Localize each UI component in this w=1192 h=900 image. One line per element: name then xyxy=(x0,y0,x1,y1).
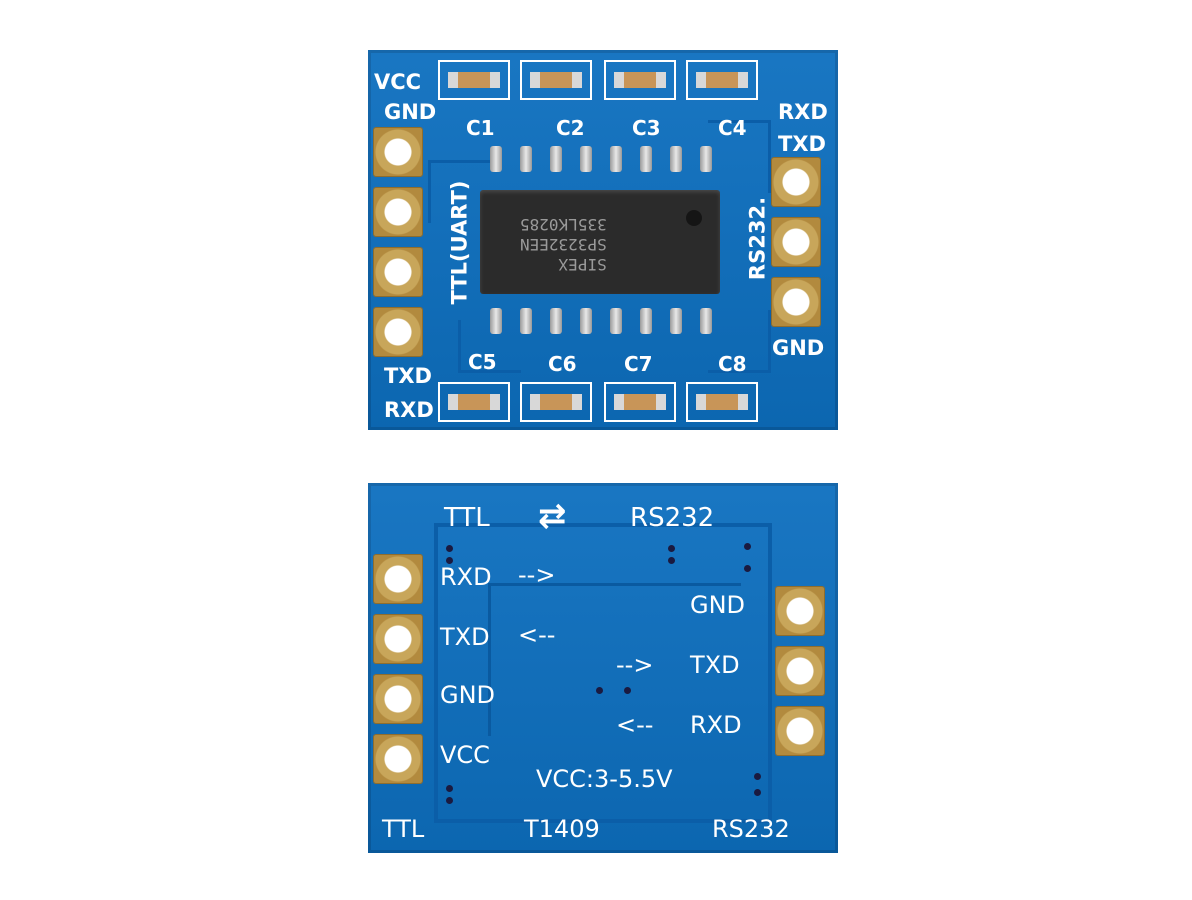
label-gnd-left: GND xyxy=(384,100,437,124)
chip-pin xyxy=(550,308,562,334)
pin-pad xyxy=(776,647,824,695)
chip-marking: SIPEX SP3232EEN 335LK0285 xyxy=(520,214,607,274)
footer-model: T1409 xyxy=(524,815,600,843)
via xyxy=(744,565,751,572)
via xyxy=(668,545,675,552)
pin-pad xyxy=(374,735,422,783)
chip-line-3: 335LK0285 xyxy=(520,215,607,234)
pin-pad xyxy=(772,278,820,326)
pin-pad xyxy=(776,587,824,635)
label-c8: C8 xyxy=(718,352,747,376)
chip-pin xyxy=(490,308,502,334)
chip-pin xyxy=(580,308,592,334)
label-c4: C4 xyxy=(718,116,747,140)
label-gnd-right: GND xyxy=(772,336,825,360)
pin-pad xyxy=(772,218,820,266)
via xyxy=(624,687,631,694)
chip-pin xyxy=(520,308,532,334)
chip-pin xyxy=(550,146,562,172)
label-rxd-right: RXD xyxy=(778,100,828,124)
via xyxy=(446,557,453,564)
label-txd-left: TXD xyxy=(384,364,432,388)
pcb-trace xyxy=(708,310,771,373)
pin-label-gnd-left: GND xyxy=(440,681,496,709)
pin-pad xyxy=(374,128,422,176)
chip-pin xyxy=(490,146,502,172)
pin-label-gnd-right: GND xyxy=(690,591,746,619)
label-c5: C5 xyxy=(468,350,497,374)
pin-pad xyxy=(374,188,422,236)
label-c3: C3 xyxy=(632,116,661,140)
pin-pad xyxy=(374,615,422,663)
bidirectional-arrow-icon: ⇄ xyxy=(538,496,567,536)
label-rxd-left: RXD xyxy=(384,398,434,422)
arrow-right-icon: --> xyxy=(518,561,556,589)
chip-pin xyxy=(640,146,652,172)
capacitor xyxy=(520,60,592,100)
footer-rs232: RS232 xyxy=(712,815,790,843)
pcb-trace xyxy=(488,583,741,736)
pin-pad xyxy=(772,158,820,206)
chip-pin1-dot xyxy=(686,210,702,226)
bottom-pcb-board: TTL ⇄ RS232 RXD --> TXD <-- GND VCC GND … xyxy=(368,483,838,853)
pin-label-vcc-left: VCC xyxy=(440,741,490,769)
chip-line-1: SIPEX xyxy=(558,255,607,274)
label-c7: C7 xyxy=(624,352,653,376)
pin-label-txd-left: TXD xyxy=(440,623,490,651)
arrow-right-icon: --> xyxy=(616,651,654,679)
chip-pin xyxy=(580,146,592,172)
label-title-ttl: TTL xyxy=(444,503,490,533)
capacitor xyxy=(438,382,510,422)
pin-pad xyxy=(776,707,824,755)
chip-pin xyxy=(610,308,622,334)
pin-label-rxd-left: RXD xyxy=(440,563,492,591)
capacitor xyxy=(520,382,592,422)
via xyxy=(446,797,453,804)
via xyxy=(446,545,453,552)
label-rs232: RS232. xyxy=(745,196,770,281)
chip-pin xyxy=(670,146,682,172)
pin-pad xyxy=(374,555,422,603)
chip-pin xyxy=(520,146,532,172)
capacitor xyxy=(604,382,676,422)
capacitor xyxy=(686,382,758,422)
pin-label-txd-right: TXD xyxy=(690,651,740,679)
pcb-trace xyxy=(428,160,491,223)
capacitor xyxy=(438,60,510,100)
chip-pin xyxy=(610,146,622,172)
top-pcb-board: VCC GND TXD RXD RXD TXD GND TTL(UART) RS… xyxy=(368,50,838,430)
label-title-rs232: RS232 xyxy=(630,503,715,533)
footer-ttl: TTL xyxy=(382,815,425,843)
pcb-trace xyxy=(458,320,521,373)
capacitor xyxy=(686,60,758,100)
sp3232-chip: SIPEX SP3232EEN 335LK0285 xyxy=(480,190,720,294)
label-ttl-uart: TTL(UART) xyxy=(447,180,472,305)
label-vcc-left: VCC xyxy=(374,70,422,94)
pin-pad xyxy=(374,675,422,723)
chip-pin xyxy=(640,308,652,334)
via xyxy=(754,789,761,796)
label-txd-right: TXD xyxy=(778,132,826,156)
via xyxy=(754,773,761,780)
pin-pad xyxy=(374,248,422,296)
pin-label-rxd-right: RXD xyxy=(690,711,742,739)
capacitor xyxy=(604,60,676,100)
chip-pin xyxy=(700,308,712,334)
pcb-trace xyxy=(708,120,771,193)
pin-pad xyxy=(374,308,422,356)
arrow-left-icon: <-- xyxy=(616,711,654,739)
via xyxy=(744,543,751,550)
label-c6: C6 xyxy=(548,352,577,376)
vcc-range-label: VCC:3-5.5V xyxy=(536,765,673,793)
label-c2: C2 xyxy=(556,116,585,140)
label-c1: C1 xyxy=(466,116,495,140)
arrow-left-icon: <-- xyxy=(518,621,556,649)
via xyxy=(446,785,453,792)
pcb-trace xyxy=(434,523,772,823)
chip-pin xyxy=(670,308,682,334)
chip-line-2: SP3232EEN xyxy=(520,235,607,254)
via xyxy=(596,687,603,694)
via xyxy=(668,557,675,564)
chip-pin xyxy=(700,146,712,172)
